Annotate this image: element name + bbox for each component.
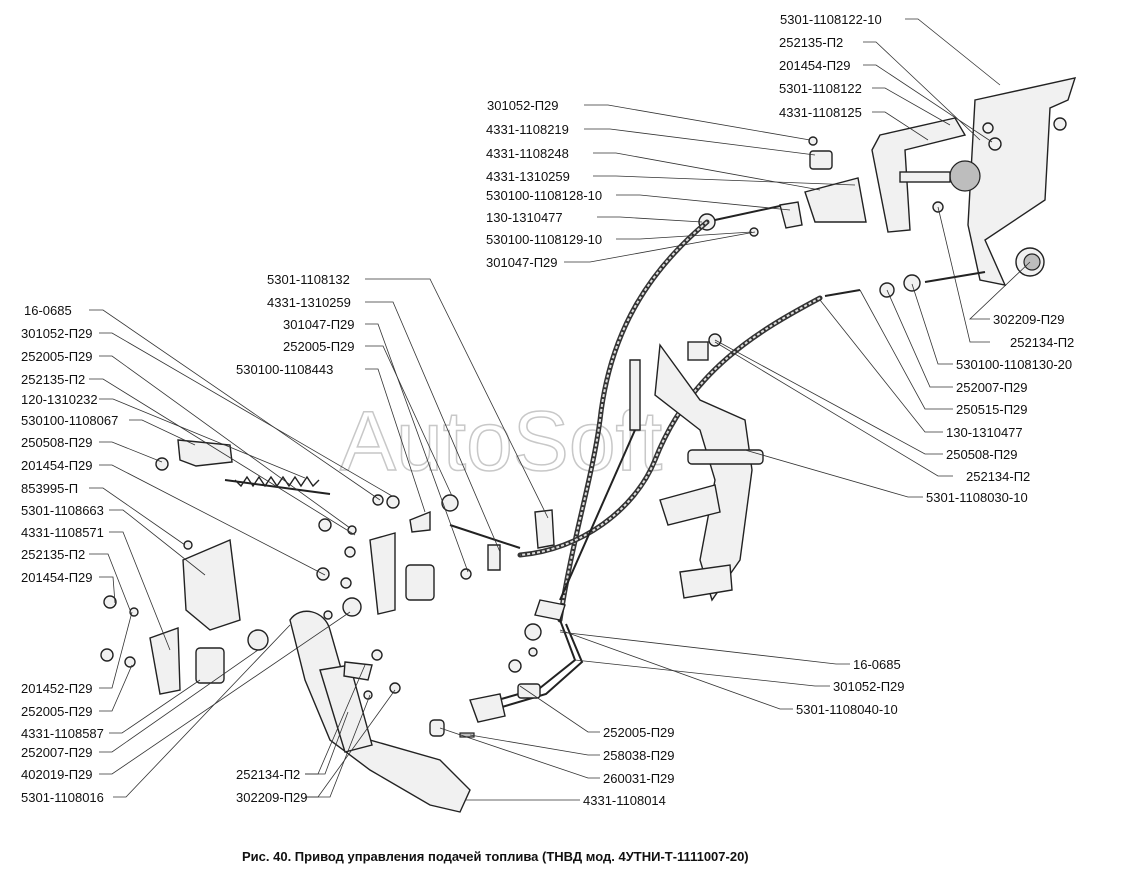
top-bracket-drawing <box>871 77 1077 286</box>
label-l12: 252135-П2 <box>21 547 85 562</box>
label-l13: 201454-П29 <box>21 570 93 585</box>
label-bl3: 4331-1108587 <box>21 726 104 741</box>
drawing <box>100 77 1077 813</box>
label-r6: 130-1310477 <box>946 425 1023 440</box>
label-l9: 853995-П <box>21 481 78 496</box>
figure-caption: Рис. 40. Привод управления подачей топли… <box>242 849 749 864</box>
label-tc6: 130-1310477 <box>486 210 563 225</box>
label-bl2: 252005-П29 <box>21 704 93 719</box>
lower-rod-drawing <box>429 599 584 738</box>
label-br1: 16-0685 <box>853 657 901 672</box>
part-labels: 5301-1108122-10 252135-П2 201454-П29 530… <box>21 12 1074 808</box>
label-l8: 201454-П29 <box>21 458 93 473</box>
watermark: AutoSoft <box>340 394 662 488</box>
label-tc2: 4331-1108219 <box>486 122 569 137</box>
label-tr2: 252135-П2 <box>779 35 843 50</box>
label-mc1: 5301-1108132 <box>267 272 350 287</box>
label-tc3: 4331-1108248 <box>486 146 569 161</box>
label-br4: 252005-П29 <box>603 725 675 740</box>
top-linkage-drawing <box>698 136 867 237</box>
label-mc5: 530100-1108443 <box>236 362 333 377</box>
label-tc5: 530100-1108128-10 <box>486 188 602 203</box>
label-bl6: 5301-1108016 <box>21 790 104 805</box>
label-bl4: 252007-П29 <box>21 745 93 760</box>
label-tr5: 4331-1108125 <box>779 105 862 120</box>
label-r5: 250515-П29 <box>956 402 1028 417</box>
label-bc1: 252134-П2 <box>236 767 300 782</box>
label-r2: 252134-П2 <box>1010 335 1074 350</box>
label-br3: 5301-1108040-10 <box>796 702 898 717</box>
label-l5: 120-1310232 <box>21 392 98 407</box>
lever-drawing <box>559 333 764 602</box>
label-br5: 258038-П29 <box>603 748 675 763</box>
label-tc7: 530100-1108129-10 <box>486 232 602 247</box>
label-tr4: 5301-1108122 <box>779 81 862 96</box>
label-r1: 302209-П29 <box>993 312 1065 327</box>
label-r3: 530100-1108130-20 <box>956 357 1072 372</box>
label-tr3: 201454-П29 <box>779 58 851 73</box>
label-tc1: 301052-П29 <box>487 98 559 113</box>
label-r4: 252007-П29 <box>956 380 1028 395</box>
label-r7: 250508-П29 <box>946 447 1018 462</box>
label-tc8: 301047-П29 <box>486 255 558 270</box>
label-br2: 301052-П29 <box>833 679 905 694</box>
label-r9: 5301-1108030-10 <box>926 490 1028 505</box>
leader-lines <box>89 18 1031 801</box>
label-l2: 301052-П29 <box>21 326 93 341</box>
label-br6: 260031-П29 <box>603 771 675 786</box>
label-l6: 530100-1108067 <box>21 413 118 428</box>
label-bc2: 302209-П29 <box>236 790 308 805</box>
label-mc3: 301047-П29 <box>283 317 355 332</box>
label-mc4: 252005-П29 <box>283 339 355 354</box>
label-l11: 4331-1108571 <box>21 525 104 540</box>
label-r8: 252134-П2 <box>966 469 1030 484</box>
label-br7: 4331-1108014 <box>583 793 666 808</box>
label-bl1: 201452-П29 <box>21 681 93 696</box>
label-l4: 252135-П2 <box>21 372 85 387</box>
label-l1: 16-0685 <box>24 303 72 318</box>
label-tr1: 5301-1108122-10 <box>780 12 882 27</box>
label-mc2: 4331-1310259 <box>267 295 351 310</box>
label-l3: 252005-П29 <box>21 349 93 364</box>
label-l10: 5301-1108663 <box>21 503 104 518</box>
label-tc4: 4331-1310259 <box>486 169 570 184</box>
label-l7: 250508-П29 <box>21 435 93 450</box>
label-bl5: 402019-П29 <box>21 767 93 782</box>
